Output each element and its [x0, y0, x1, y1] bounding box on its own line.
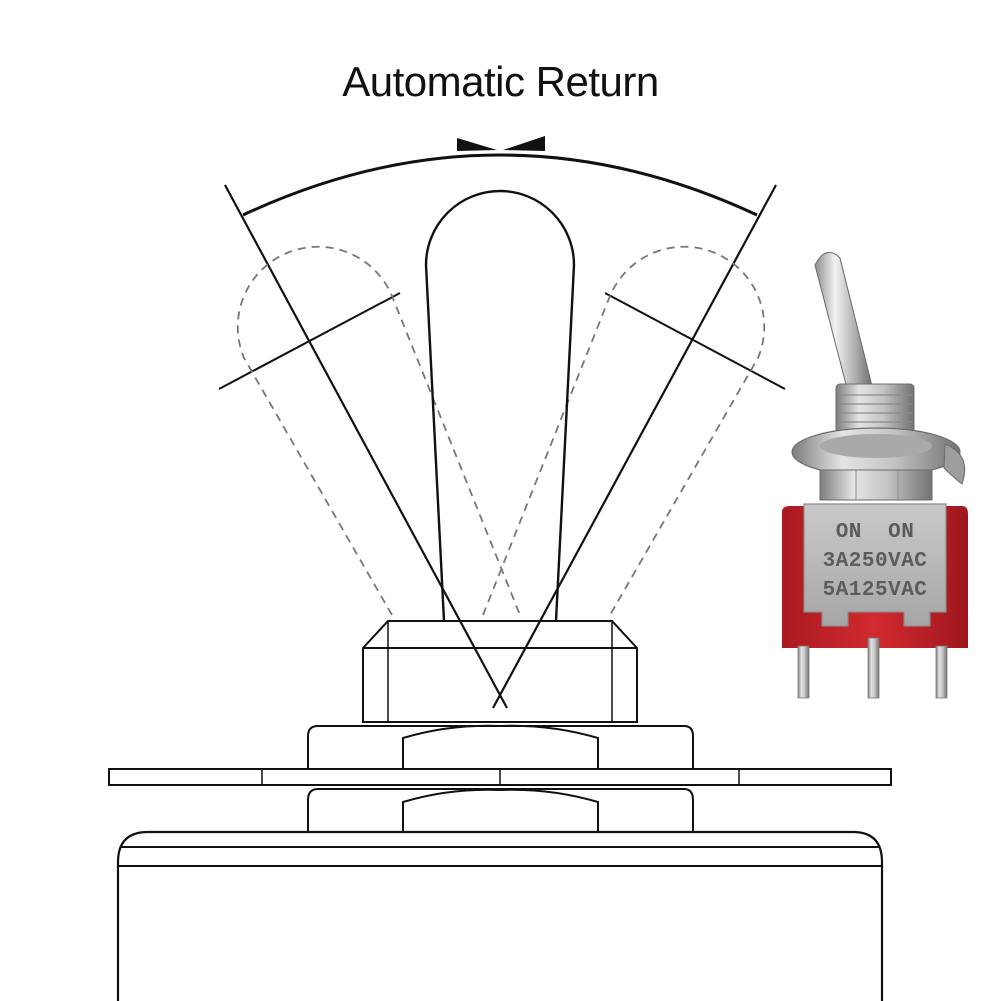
travel-arc: [242, 153, 758, 217]
photo-hex-nut: [819, 469, 933, 501]
photo-plate: [803, 503, 947, 627]
tick-line-left: [218, 292, 401, 390]
switch-body: [116, 830, 884, 1001]
hex-nut-upper-facets: [402, 724, 599, 768]
plate-marking-line-1: ON ON: [836, 521, 915, 544]
hex-nut-lower-facets: [402, 788, 599, 832]
photo-pin-left: [797, 645, 810, 699]
plate-marking-line-3: 5A125VAC: [823, 579, 928, 602]
diagram-title: Automatic Return: [342, 58, 659, 105]
photo-washer-hole: [820, 434, 932, 458]
plate-marking-line-2: 3A250VAC: [823, 550, 928, 573]
arrowhead-right: [503, 136, 545, 151]
lever-dashed-left: [236, 245, 521, 616]
lever-centre: [424, 189, 576, 622]
lever-dashed-right: [482, 245, 766, 616]
arrowhead-left: [457, 138, 497, 151]
photo-pin-right: [935, 645, 948, 699]
photo-thread-lines: [838, 394, 912, 423]
photo-pin-center: [867, 637, 880, 699]
photo-washer-tab: [943, 443, 966, 485]
photo-lever: [814, 251, 873, 393]
tick-line-right: [604, 292, 786, 390]
